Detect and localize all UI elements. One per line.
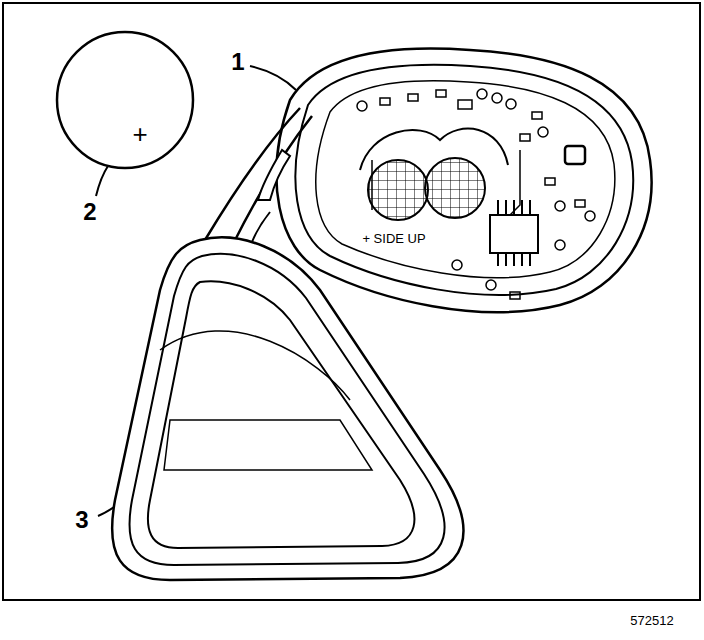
polarity-mark: + bbox=[132, 121, 147, 147]
callout-number: 3 bbox=[75, 508, 88, 532]
board-marking: + SIDE UP bbox=[362, 232, 425, 245]
frame bbox=[3, 3, 700, 600]
fob-back-housing bbox=[112, 237, 463, 580]
leader-line bbox=[250, 66, 296, 90]
figure-number: 572512 bbox=[630, 614, 673, 627]
callout-number: 2 bbox=[83, 200, 96, 224]
battery bbox=[57, 32, 193, 168]
transmitter-housing bbox=[276, 48, 651, 312]
leader-line bbox=[96, 166, 108, 196]
callout-number: 1 bbox=[231, 50, 244, 74]
hinge-tab bbox=[205, 108, 312, 246]
